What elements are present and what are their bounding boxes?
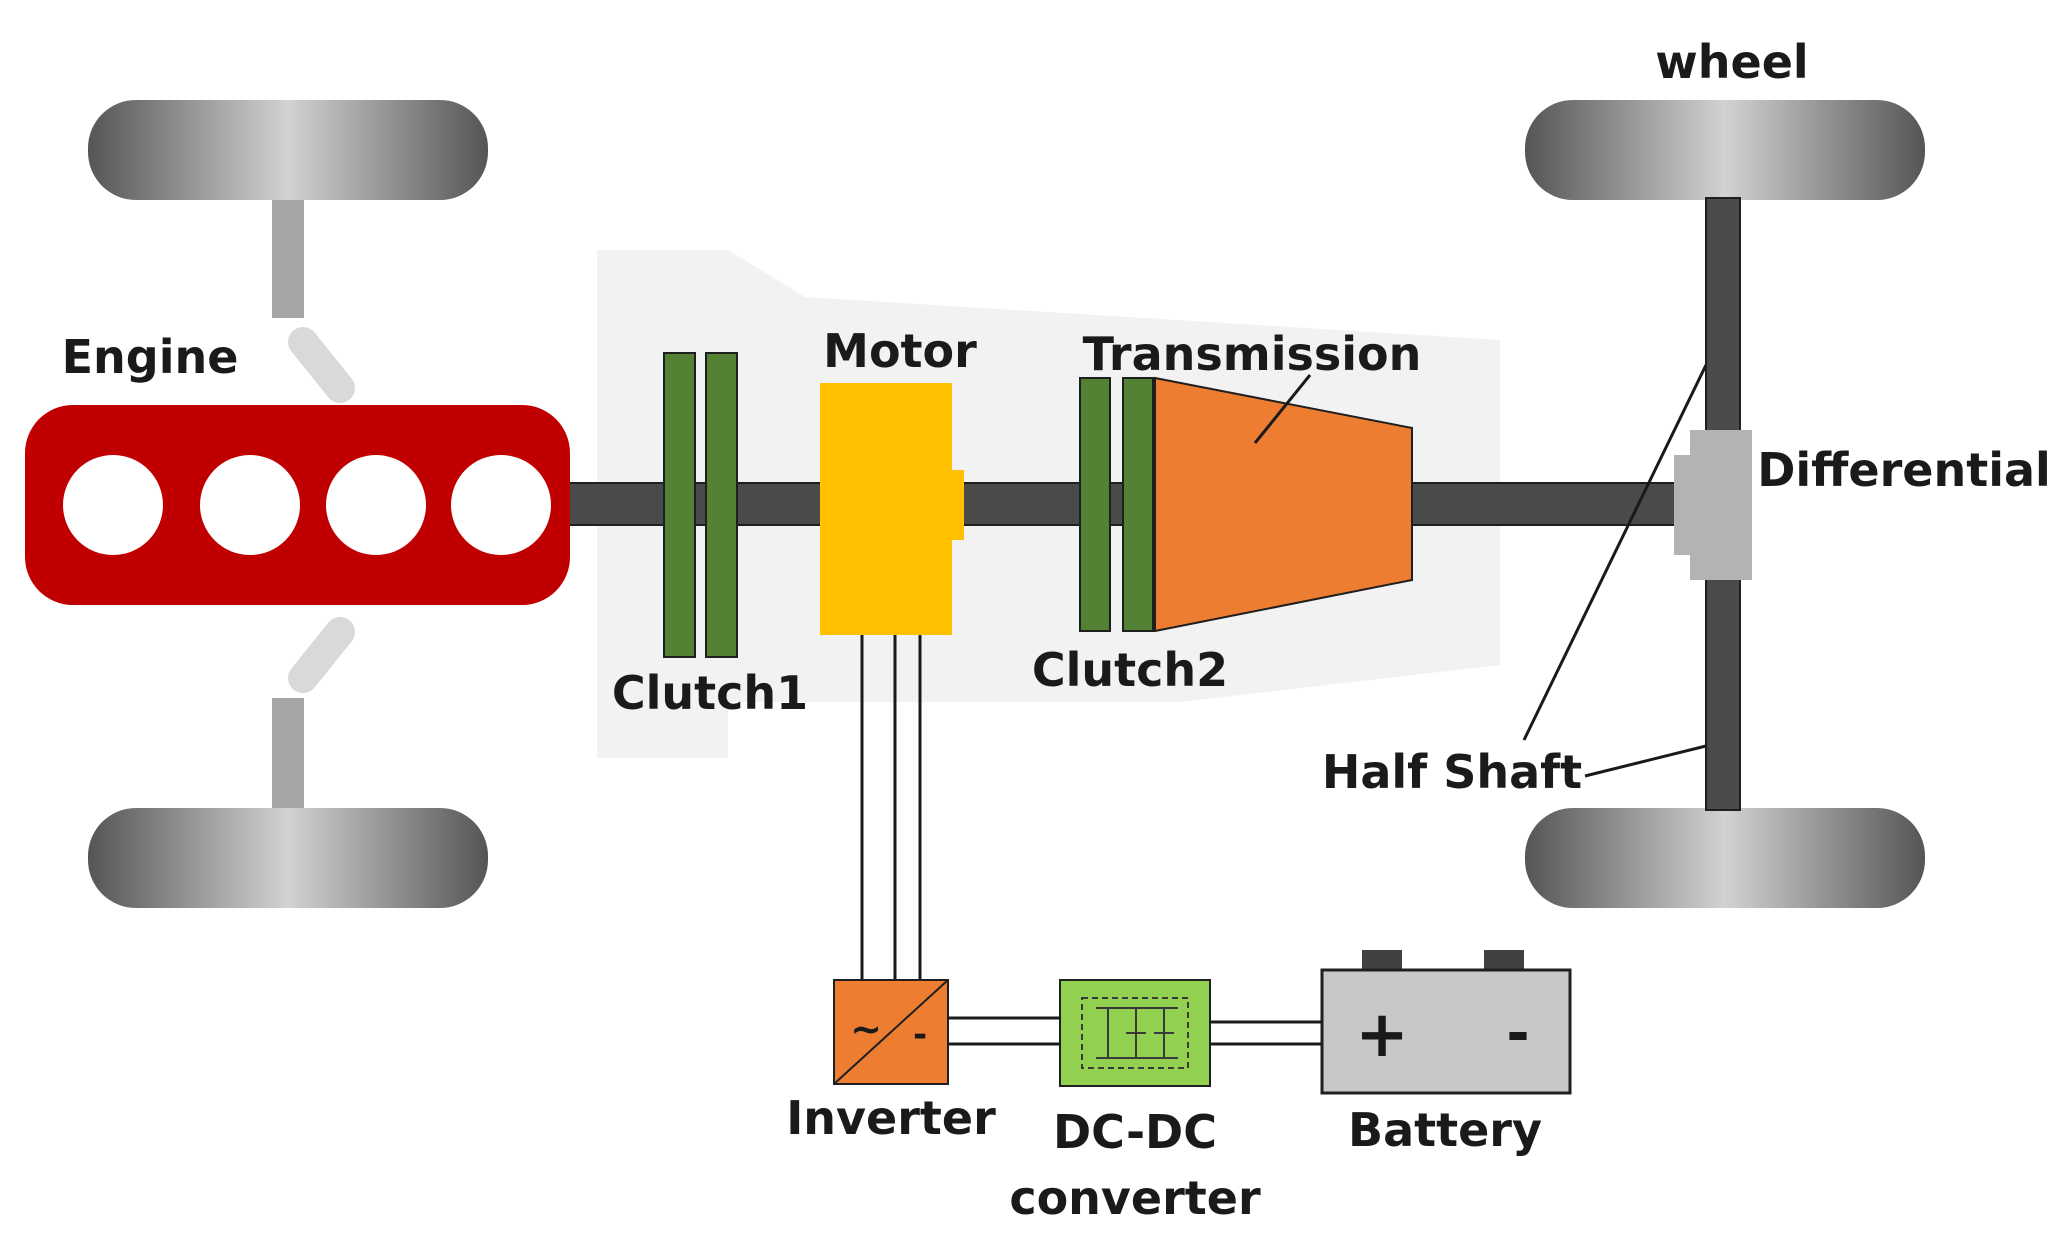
label-inverter: Inverter — [786, 1091, 996, 1145]
differential — [1674, 430, 1752, 580]
wheel-front-bottom — [88, 808, 488, 908]
engine-cylinder — [63, 455, 163, 555]
wheel-rear-bottom — [1525, 808, 1925, 908]
dcdc-battery-bus — [1210, 1020, 1322, 1046]
label-battery: Battery — [1348, 1103, 1542, 1157]
label-engine: Engine — [62, 330, 239, 384]
engine — [25, 405, 570, 605]
inverter-ac-symbol: ~ — [850, 1007, 882, 1051]
dcdc-circuit-icon — [1081, 997, 1189, 1069]
dcdc-converter — [1059, 979, 1211, 1087]
front-axle-top — [272, 198, 355, 403]
label-wheel: wheel — [1655, 35, 1808, 89]
engine-cylinder — [326, 455, 426, 555]
battery-minus-symbol: - — [1506, 1001, 1529, 1066]
clutch1 — [663, 352, 738, 658]
inverter-dcdc-bus — [948, 1016, 1060, 1046]
label-differential: Differential — [1757, 443, 2051, 497]
battery-plus-symbol: + — [1355, 998, 1409, 1072]
wheel-front-top — [88, 100, 488, 200]
engine-cylinder — [451, 455, 551, 555]
wheel-rear-top — [1525, 100, 1925, 200]
inverter: ~ - — [833, 979, 949, 1085]
label-clutch1: Clutch1 — [612, 666, 808, 720]
motor-wires — [860, 635, 922, 980]
label-motor: Motor — [823, 324, 977, 378]
transmission — [1154, 376, 1413, 633]
clutch2 — [1079, 377, 1154, 632]
front-axle-bottom — [272, 617, 355, 810]
label-dcdc-line1: DC-DC — [1053, 1105, 1217, 1159]
transmission-leader — [1253, 374, 1312, 444]
engine-cylinder — [200, 455, 300, 555]
battery: + - — [1320, 950, 1572, 1095]
label-half-shaft: Half Shaft — [1322, 745, 1582, 799]
label-dcdc-line2: converter — [1009, 1171, 1261, 1225]
differential-leader — [1522, 364, 1708, 741]
motor — [820, 383, 964, 635]
label-clutch2: Clutch2 — [1032, 643, 1228, 697]
label-transmission: Transmission — [1083, 327, 1422, 381]
half-shaft-leader — [1584, 744, 1707, 778]
inverter-dc-symbol: - — [913, 1015, 927, 1055]
